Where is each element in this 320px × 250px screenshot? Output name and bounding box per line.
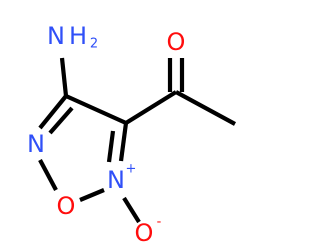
bond-c4-cco bbox=[124, 90, 178, 125]
bond-c3-c4 bbox=[65, 94, 127, 125]
molecule-diagram: N H 2 N O N + O - O bbox=[27, 22, 237, 247]
bond-n5-c4-outer bbox=[118, 122, 129, 162]
bond-c3-n2-outer bbox=[38, 94, 68, 130]
ring-n-left-label: N bbox=[27, 130, 45, 158]
ring-n-oxide-label: N bbox=[107, 166, 125, 194]
bond-cco-ch3 bbox=[174, 90, 237, 126]
bonds bbox=[38, 57, 237, 224]
bond-o1-n5 bbox=[79, 188, 105, 202]
carbonyl-o-label: O bbox=[167, 28, 186, 56]
amine-h-count: 2 bbox=[90, 37, 98, 52]
oxide-o-charge: - bbox=[157, 215, 162, 230]
ring-o-label: O bbox=[57, 192, 76, 220]
amine-h-label: H bbox=[69, 22, 87, 50]
bond-c3-nh2 bbox=[59, 57, 69, 97]
bond-c3-n2-inner bbox=[48, 106, 74, 135]
amine-n-label: N bbox=[47, 22, 65, 50]
bond-n5-c4-inner bbox=[106, 130, 116, 163]
bond-n2-o1 bbox=[38, 159, 58, 191]
structure-svg: N H 2 N O N + O - O bbox=[27, 22, 237, 247]
oxide-o-label: O bbox=[135, 219, 154, 247]
bond-n5-oxide bbox=[122, 196, 141, 224]
atom-labels: N H 2 N O N + O - O bbox=[27, 22, 185, 247]
ring-n-oxide-charge: + bbox=[126, 162, 137, 177]
